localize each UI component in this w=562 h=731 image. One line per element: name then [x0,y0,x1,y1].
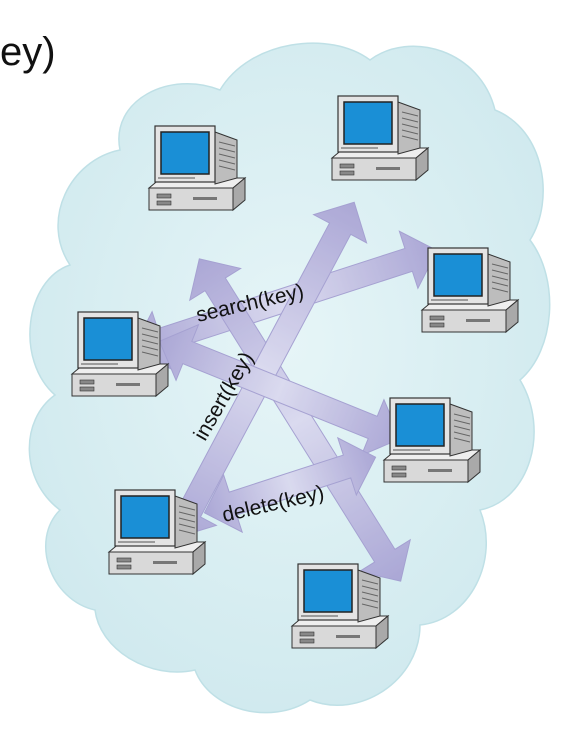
desktop-computer-icon [148,125,246,211]
desktop-computer-icon [421,247,519,333]
delete-arrow [203,436,377,534]
top-to-bottom-arrow [189,258,411,582]
horizontal-lower-arrow [158,323,402,457]
desktop-computer-icon [71,311,169,397]
desktop-computer-icon [108,489,206,575]
caption-fragment: ey) [0,30,56,74]
desktop-computer-icon [291,563,389,649]
desktop-computer-icon [331,95,429,181]
arrows-layer [132,201,438,582]
desktop-computer-icon [383,397,481,483]
